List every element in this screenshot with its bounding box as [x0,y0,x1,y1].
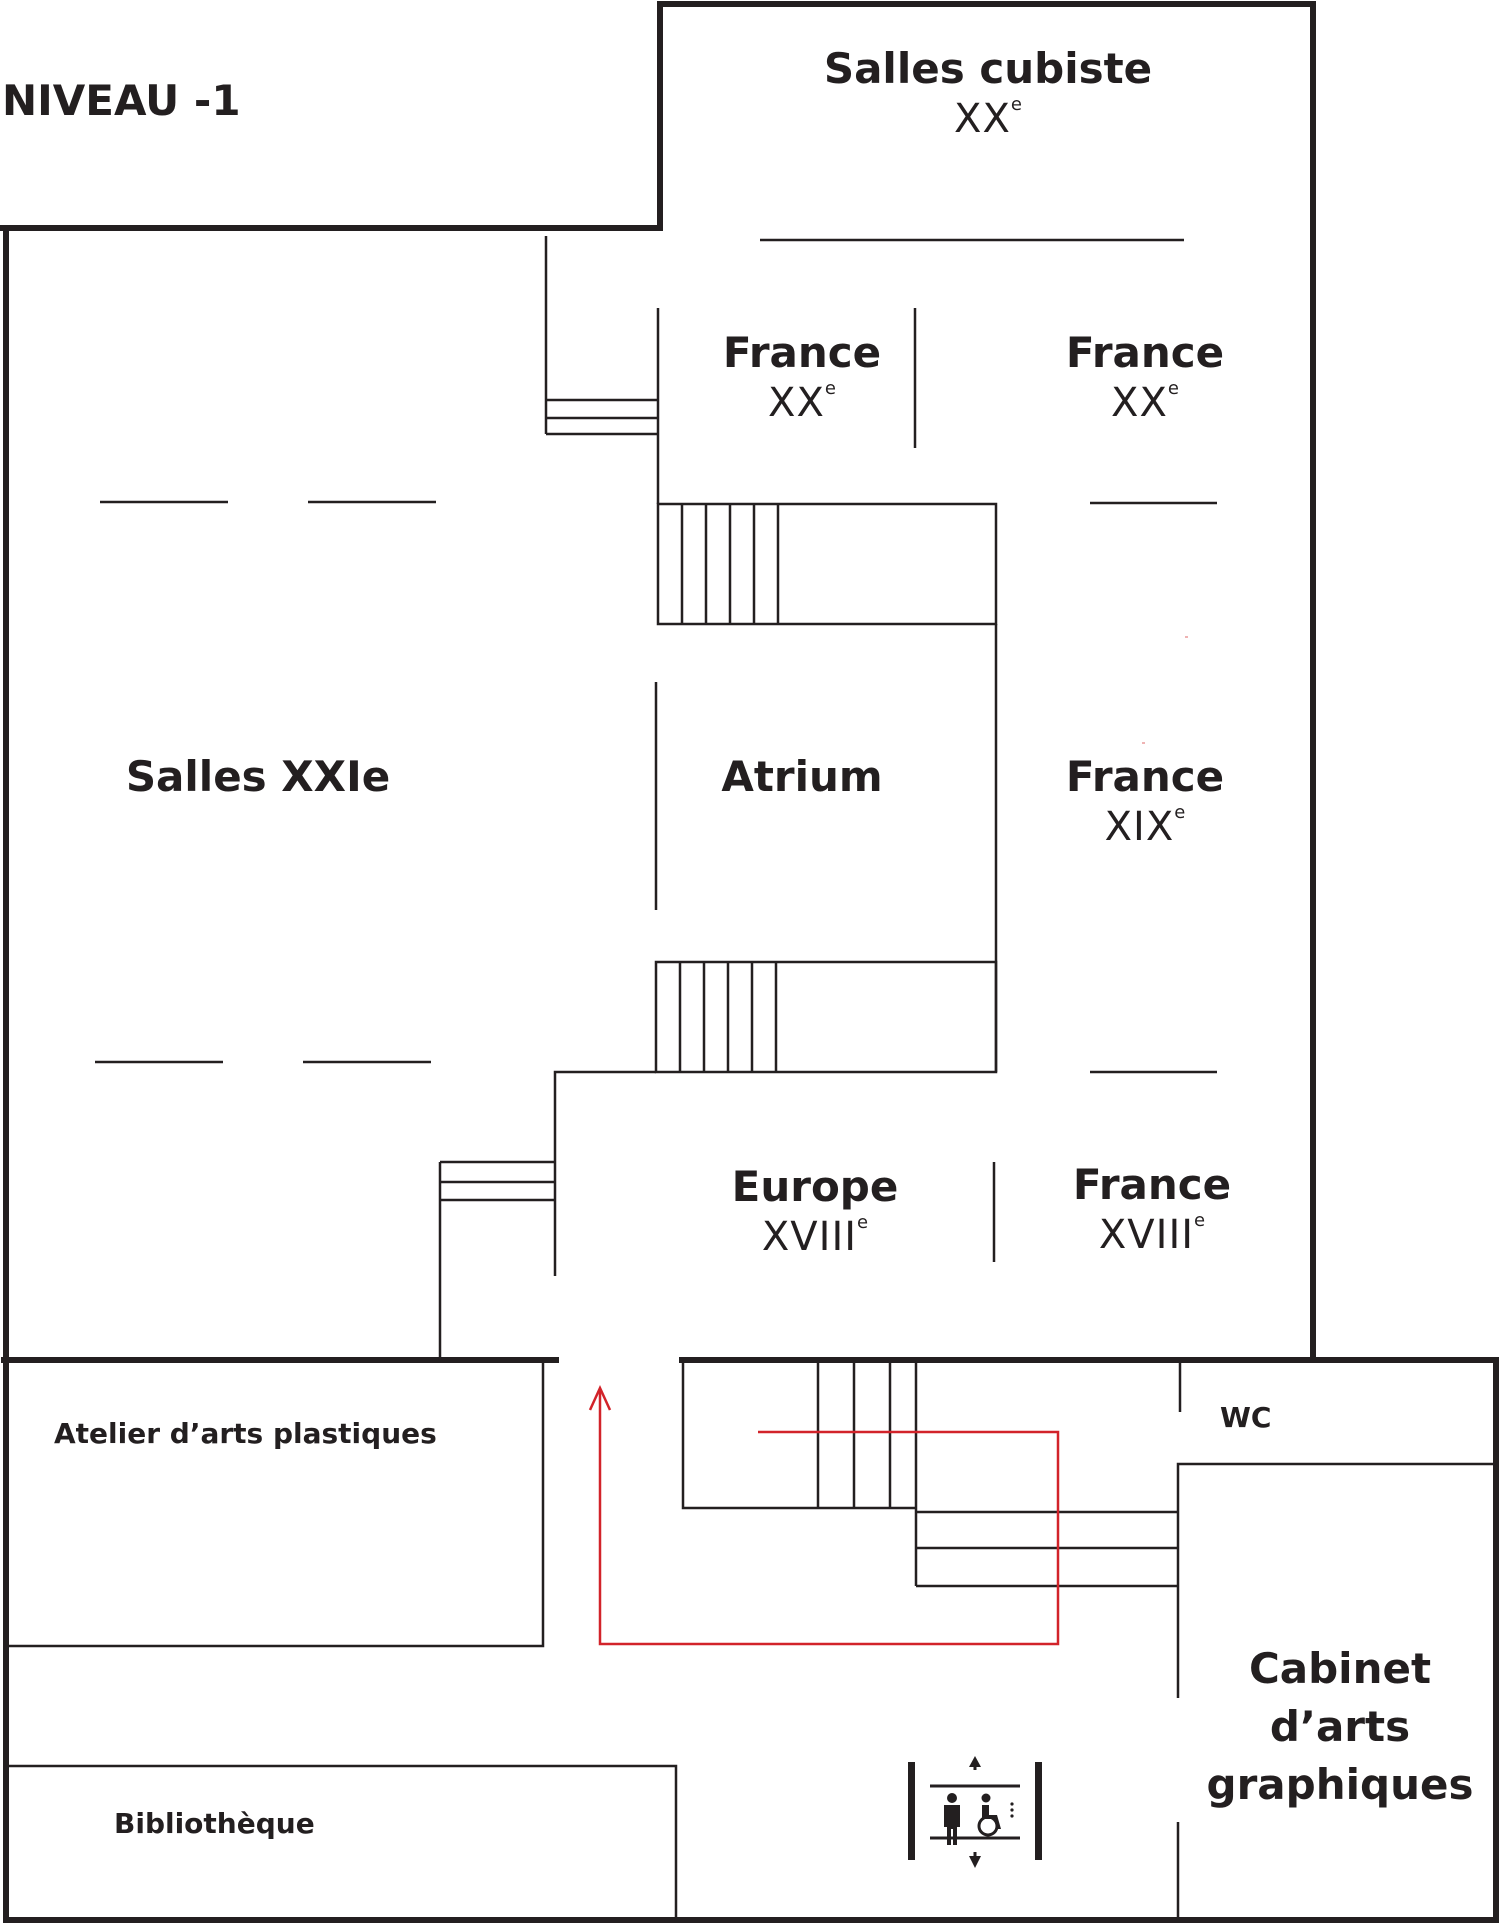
level-title: NIVEAU -1 [2,76,241,125]
room-century-sup: e [1010,94,1022,115]
room-century-sup: e [1194,1210,1206,1231]
room-atelier: Atelier d’arts plastiques [54,1417,437,1450]
room-france-xx-right: France XXe [1065,328,1225,426]
room-name: Europe [731,1162,899,1211]
room-century: XX [768,380,825,426]
room-wc: WC [1220,1401,1272,1434]
room-salles-cubiste: Salles cubiste XXe [823,44,1153,142]
room-france-xviii: France XVIIIe [1072,1160,1232,1258]
room-cabinet: Cabinet d’arts graphiques [1206,1644,1474,1809]
faint-marks [1142,636,1188,744]
room-century-sup: e [1174,802,1186,823]
room-salles-xxie: Salles XXIe [126,756,390,798]
room-century: XVIII [761,1214,858,1260]
interior-walls [8,236,1496,1920]
room-century: XX [954,96,1011,142]
route-arrow-icon [588,1384,1060,1646]
room-century: XIX [1104,804,1175,850]
room-bibliotheque: Bibliothèque [114,1807,315,1840]
room-atrium: Atrium [721,756,882,798]
room-europe-xviii: Europe XVIIIe [731,1162,899,1260]
room-name: Atrium [721,752,883,801]
room-name: France [722,328,882,377]
room-name: France [1072,1160,1232,1209]
room-century: XX [1111,380,1168,426]
room-name: France [1065,752,1225,801]
room-name: Salles cubiste [823,44,1153,93]
room-century-sup: e [857,1212,869,1233]
room-name: Salles XXIe [125,752,391,801]
room-france-xix: France XIXe [1065,752,1225,850]
elevator-accessible-icon [908,1756,1042,1868]
room-century-sup: e [1167,378,1179,399]
room-name: France [1065,328,1225,377]
room-france-xx-left: France XXe [722,328,882,426]
room-century: XVIII [1098,1212,1195,1258]
room-century-sup: e [824,378,836,399]
